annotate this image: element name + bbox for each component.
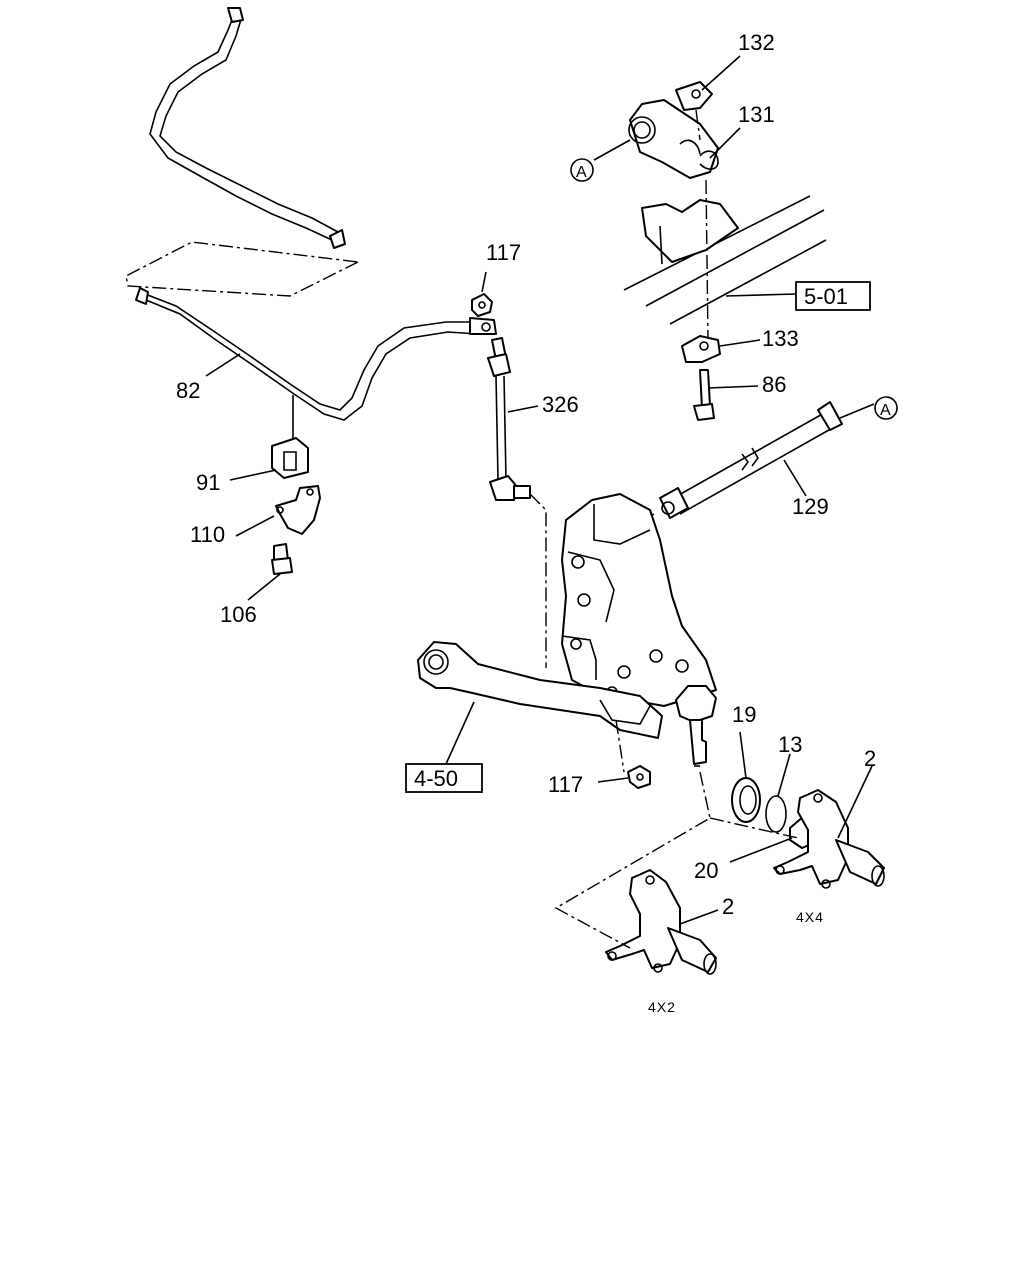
callout-129: 129 xyxy=(792,494,829,519)
callout-106: 106 xyxy=(220,602,257,627)
callout-labels: 132 131 117 5-01 133 86 326 82 91 110 10… xyxy=(176,30,876,919)
nut-117-upper xyxy=(471,271,493,317)
callout-82: 82 xyxy=(176,378,200,403)
seal-19 xyxy=(731,777,761,823)
stabilizer-bar-break-line xyxy=(125,241,359,297)
callout-117-upper: 117 xyxy=(486,240,521,265)
stabilizer-bar-lower xyxy=(135,287,497,421)
callout-2-upper: 2 xyxy=(864,746,876,771)
leader-lines xyxy=(205,55,875,925)
callout-2-lower: 2 xyxy=(722,894,734,919)
callout-20: 20 xyxy=(694,858,718,883)
nut-117-lower xyxy=(627,765,651,789)
knuckle-4x2 xyxy=(605,869,717,975)
callout-110: 110 xyxy=(190,522,225,547)
bushing-91 xyxy=(271,395,309,479)
assembly-lines xyxy=(554,771,799,949)
variant-label-4x2: 4X2 xyxy=(648,999,676,1015)
bolt-86 xyxy=(693,369,715,421)
callout-117-lower: 117 xyxy=(548,772,583,797)
torsion-bar-129 xyxy=(599,401,843,541)
reference-marker-a-upper: A xyxy=(570,158,594,182)
callout-19: 19 xyxy=(732,702,756,727)
ref-a-right-label: A xyxy=(880,402,891,419)
frame-crossmember xyxy=(623,195,827,325)
bracket-110 xyxy=(275,485,321,535)
callout-5-01: 5-01 xyxy=(804,284,848,309)
torsion-arm-131-132 xyxy=(628,81,719,179)
callout-131: 131 xyxy=(738,102,775,127)
ball-joint xyxy=(675,685,717,767)
knuckle-4x4 xyxy=(773,789,885,889)
ring-13 xyxy=(765,795,787,833)
callout-132: 132 xyxy=(738,30,775,55)
ref-box-4-50 xyxy=(405,763,483,793)
stabilizer-bar-upper xyxy=(149,7,346,249)
callout-86: 86 xyxy=(762,372,786,397)
link-326 xyxy=(487,337,547,668)
callout-91: 91 xyxy=(196,470,220,495)
seat-133 xyxy=(681,179,721,363)
bolt-106 xyxy=(271,543,293,575)
callout-326: 326 xyxy=(542,392,579,417)
callout-133: 133 xyxy=(762,326,799,351)
callout-13: 13 xyxy=(778,732,802,757)
ref-box-5-01 xyxy=(795,281,871,311)
lower-control-arm xyxy=(417,641,663,773)
callout-4-50: 4-50 xyxy=(414,766,458,791)
frame-bracket xyxy=(561,493,717,707)
variant-label-4x4: 4X4 xyxy=(796,909,824,925)
reference-marker-a-right: A xyxy=(874,396,898,420)
ref-a-upper-label: A xyxy=(576,164,587,181)
